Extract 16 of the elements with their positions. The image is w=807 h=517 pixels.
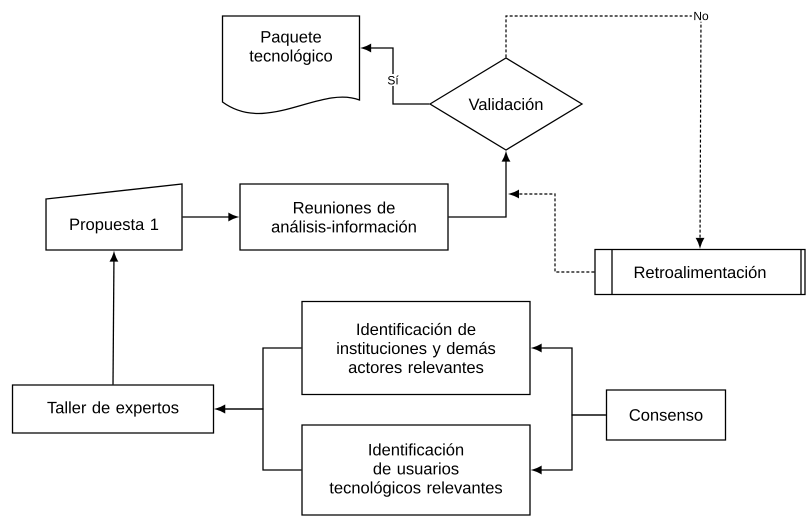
arrow — [216, 405, 302, 471]
arrow — [448, 152, 510, 218]
arrow — [532, 414, 606, 474]
edge-label: No — [692, 10, 710, 22]
process-box: Consenso — [606, 389, 726, 441]
arrow — [505, 15, 704, 248]
process-box: Identificación de usuarios tecnológicos relevantes — [301, 424, 531, 516]
process-box: Taller de expertos — [12, 384, 214, 434]
arrow — [362, 44, 430, 105]
edge-label: Sí — [386, 74, 400, 86]
arrow — [110, 252, 118, 384]
process-box: Reuniones de análisis-información — [239, 183, 449, 251]
predefined-process-box: Retroalimentación — [594, 248, 806, 296]
process-box: Identificación de instituciones y demás actores relevantes — [301, 300, 531, 396]
arrow — [510, 190, 594, 273]
arrow — [182, 213, 238, 221]
